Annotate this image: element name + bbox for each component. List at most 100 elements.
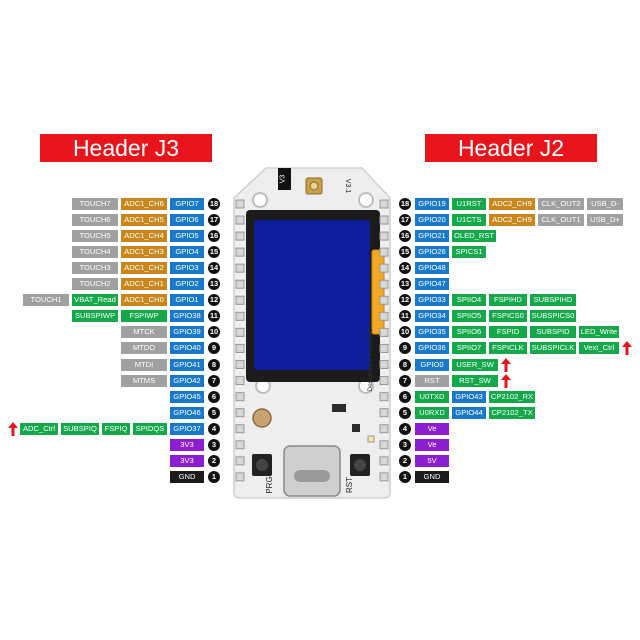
- pin-label-clk-out1: CLK_OUT1: [538, 214, 584, 227]
- right-pin-number: 1: [399, 470, 411, 483]
- header-pin: [379, 360, 389, 369]
- header-pin: [379, 440, 389, 450]
- pin-label-gpio36: GPIO36: [415, 342, 449, 355]
- pin-label-subspiclk: SUBSPICLK: [530, 342, 576, 355]
- pin-label-gpio0: GPIO0: [415, 358, 449, 371]
- red-arrow-icon: [501, 373, 511, 388]
- pin-label-mtck: MTCK: [121, 326, 167, 339]
- left-pin-number: 13: [208, 278, 220, 291]
- pin-label-spidqs: SPIDQS: [133, 422, 167, 435]
- header-pin: [379, 456, 389, 466]
- right-pin-number: 5: [399, 406, 411, 419]
- pin-label-gpio37: GPIO37: [170, 422, 204, 435]
- right-pin-number: 6: [399, 390, 411, 403]
- left-pin-number: 9: [208, 342, 220, 355]
- red-arrow-icon: [501, 357, 511, 372]
- pin-label-3v3: 3V3: [170, 438, 204, 451]
- left-pin-number: 17: [208, 214, 220, 227]
- right-pin-number: 8: [399, 358, 411, 371]
- battery-connector: [371, 249, 385, 335]
- header-pin: [235, 327, 245, 337]
- header-pin: [235, 376, 245, 386]
- pin-label-rst: RST: [415, 374, 449, 387]
- left-pin-number: 16: [208, 230, 220, 243]
- pin-label-adc1-ch5: ADC1_CH5: [121, 214, 167, 227]
- right-pin-number: 17: [399, 214, 411, 227]
- header-pin: [379, 311, 389, 321]
- pin-label-gpio7: GPIO7: [170, 198, 204, 210]
- header-pin: [235, 424, 245, 434]
- pin-label-cp2102-rx: CP2102_RX: [489, 390, 535, 403]
- pin-label-cp2102-tx: CP2102_TX: [489, 406, 535, 419]
- pin-label-adc-ctrl: ADC_Ctrl: [20, 422, 58, 435]
- pin-label-gpio43: GPIO43: [452, 390, 486, 403]
- red-arrow-icon: [8, 421, 18, 436]
- pin-label-ve: Ve: [415, 422, 449, 435]
- pin-label-vbat-read: VBAT_Read: [72, 294, 118, 307]
- right-pin-number: 11: [399, 310, 411, 323]
- pin-label-adc1-ch4: ADC1_CH4: [121, 230, 167, 243]
- header-pin: [235, 215, 245, 225]
- pin-label-spics1: SPICS1: [452, 246, 486, 259]
- left-pin-number: 4: [208, 422, 220, 435]
- right-pin-number: 18: [399, 198, 411, 210]
- red-arrow-icon: [622, 341, 632, 356]
- pin-label-adc2-ch9: ADC2_CH9: [489, 214, 535, 227]
- pin-label-vext-ctrl: Vext_Ctrl: [579, 342, 619, 355]
- pin-label-touch6: TOUCH6: [72, 214, 118, 227]
- pin-label-u0txd: U0TXD: [415, 390, 449, 403]
- header-pin: [235, 279, 245, 289]
- header-pin: [379, 231, 389, 241]
- pin-label-subspihd: SUBSPIHD: [530, 294, 576, 307]
- right-pin-number: 2: [399, 454, 411, 467]
- version-side-text: V3.1: [344, 179, 351, 194]
- left-pin-number: 11: [208, 310, 220, 323]
- status-led: [367, 435, 375, 443]
- pin-label-gpio40: GPIO40: [170, 342, 204, 355]
- pin-label-spiio5: SPIIO5: [452, 310, 486, 323]
- pin-label-mtdo: MTDO: [121, 342, 167, 355]
- pin-label-gpio1: GPIO1: [170, 294, 204, 307]
- pin-label-gpio39: GPIO39: [170, 326, 204, 339]
- header-pin: [235, 311, 245, 321]
- pin-label-5v: 5V: [415, 454, 449, 467]
- pin-label-clk-out2: CLK_OUT2: [538, 198, 584, 210]
- left-pin-number: 1: [208, 470, 220, 483]
- pin-label-gpio35: GPIO35: [415, 326, 449, 339]
- left-pin-number: 10: [208, 326, 220, 339]
- pin-label-u1cts: U1CTS: [452, 214, 486, 227]
- pin-label-ve: Ve: [415, 438, 449, 451]
- pin-label-gpio41: GPIO41: [170, 358, 204, 371]
- right-pin-number: 14: [399, 262, 411, 275]
- header-pin: [379, 424, 389, 434]
- pin-label-gpio48: GPIO48: [415, 262, 449, 275]
- pin-label-gpio26: GPIO26: [415, 246, 449, 259]
- header-pin: [379, 343, 389, 353]
- header-j3-title: Header J3: [40, 134, 212, 162]
- pin-label-spiio6: SPIIO6: [452, 326, 486, 339]
- pin-label-mtms: MTMS: [121, 374, 167, 387]
- credit-text: Designed & Produced: [367, 328, 374, 392]
- pin-label-gpio6: GPIO6: [170, 214, 204, 227]
- header-pin: [379, 392, 389, 402]
- pin-label-u1rst: U1RST: [452, 198, 486, 210]
- right-pin-number: 12: [399, 294, 411, 307]
- pin-label-rst-sw: RST_SW: [452, 374, 498, 387]
- header-pin: [235, 392, 245, 402]
- version-top-text: V3: [280, 175, 287, 184]
- pin-label-adc1-ch3: ADC1_CH3: [121, 246, 167, 259]
- pin-label-gnd: GND: [170, 470, 204, 483]
- version-badge: [278, 168, 291, 190]
- left-pin-number: 8: [208, 358, 220, 371]
- prg-label: PRG: [265, 476, 274, 493]
- header-pin: [379, 295, 389, 305]
- pin-label-gpio5: GPIO5: [170, 230, 204, 243]
- pin-label-fspics0: FSPICS0: [489, 310, 527, 323]
- header-pin: [235, 295, 245, 305]
- pin-label-gpio34: GPIO34: [415, 310, 449, 323]
- pin-label-gpio46: GPIO46: [170, 406, 204, 419]
- pin-label-fspihd: FSPIHD: [489, 294, 527, 307]
- header-pin: [379, 279, 389, 289]
- right-pin-number: 3: [399, 438, 411, 451]
